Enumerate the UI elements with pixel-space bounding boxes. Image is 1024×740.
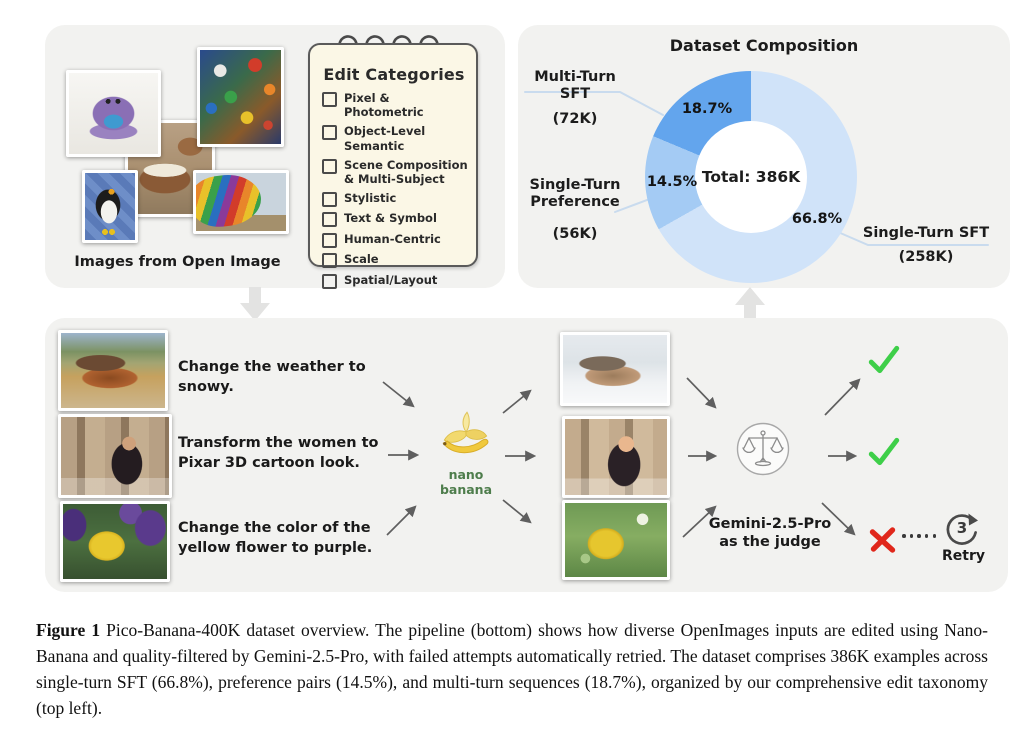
donut-ring: Total: 386K — [645, 71, 857, 283]
donut-total-label: Total: 386K — [701, 168, 801, 186]
list-item: Pixel & Photometric — [320, 91, 468, 120]
pipeline-panel: Change the weather to snowy. Transform t… — [45, 318, 1008, 592]
retry-indicator: 3 Retry — [942, 510, 985, 564]
flow-up-arrow-icon — [735, 287, 765, 321]
pct-label-multi-turn: 18.7% — [681, 101, 733, 117]
checkbox-icon — [322, 158, 337, 174]
pct-label-single-pref: 14.5% — [646, 174, 698, 190]
banana-icon — [442, 411, 489, 454]
output-image-car-snow — [560, 332, 670, 406]
list-item: Human-Centric — [320, 232, 468, 248]
list-item: Scale — [320, 252, 468, 269]
model-label: nano banana — [439, 467, 493, 497]
nano-banana-model: nano banana — [428, 410, 504, 497]
notepad-title: Edit Categories — [323, 65, 465, 84]
balance-scale-icon — [736, 422, 790, 476]
input-image-yellow-flower — [60, 501, 170, 582]
list-item: Object-Level Semantic — [320, 124, 468, 153]
input-image-woman — [58, 414, 172, 498]
check-icon — [868, 437, 900, 466]
edit-instruction-1: Change the weather to snowy. — [178, 359, 366, 395]
checkbox-icon — [322, 191, 337, 207]
output-image-flower-still-yellow — [562, 500, 670, 580]
checkbox-icon — [322, 253, 337, 269]
caption-figure-label: Figure 1 — [36, 619, 101, 640]
collage-image-rainbow-balloon — [193, 170, 289, 234]
collage-image-flower-painting — [197, 47, 284, 147]
callout-multi-turn-sft: Multi-Turn SFT (72K) — [534, 69, 616, 127]
edit-category-list: Pixel & Photometric Object-Level Semanti… — [320, 91, 468, 289]
check-icon — [868, 345, 900, 374]
cross-icon — [869, 527, 896, 553]
judge-label: Gemini-2.5-Pro as the judge — [708, 516, 832, 551]
list-item: Scene Composition & Multi-Subject — [320, 158, 468, 187]
checkbox-icon — [322, 273, 337, 289]
callout-single-turn-preference: Single-Turn Preference (56K) — [529, 177, 621, 242]
pct-label-single-sft: 66.8% — [791, 211, 843, 227]
checkbox-icon — [322, 232, 337, 248]
flow-down-arrow-icon — [240, 287, 270, 321]
edit-instruction-3: Change the color of the yellow flower to… — [178, 520, 373, 556]
edit-categories-notepad: Edit Categories Pixel & Photometric Obje… — [308, 43, 478, 289]
edit-instruction-2: Transform the women to Pixar 3D cartoon … — [178, 435, 379, 471]
retry-label: Retry — [942, 548, 985, 564]
dotted-line — [902, 534, 936, 538]
list-item: Text & Symbol — [320, 211, 468, 228]
dataset-composition-panel: Dataset Composition Total: 386K 18.7% 14… — [518, 25, 1010, 288]
list-item: Spatial/Layout — [320, 273, 468, 289]
caption-text: Pico-Banana-400K dataset overview. The p… — [36, 619, 988, 719]
chart-title: Dataset Composition — [669, 36, 859, 55]
figure-caption: Figure 1 Pico-Banana-400K dataset overvi… — [36, 617, 988, 722]
collage-caption: Images from Open Image — [74, 254, 281, 270]
checkbox-icon — [322, 125, 337, 141]
checkbox-icon — [322, 212, 337, 228]
output-image-woman-pixar — [562, 416, 670, 498]
balloon-shape — [196, 173, 265, 231]
checkbox-icon — [322, 92, 337, 107]
donut-hole: Total: 386K — [695, 121, 807, 233]
retry-count: 3 — [956, 519, 968, 537]
collage-image-penguin-cartoon — [82, 170, 138, 243]
callout-single-turn-sft: Single-Turn SFT (258K) — [862, 225, 990, 266]
openimages-panel: Images from Open Image Edit Categories P… — [45, 25, 505, 289]
retry-circular-arrow-icon: 3 — [943, 510, 981, 548]
list-item: Stylistic — [320, 191, 468, 207]
collage-image-octopus-toy — [66, 70, 161, 157]
input-image-car — [58, 330, 168, 411]
